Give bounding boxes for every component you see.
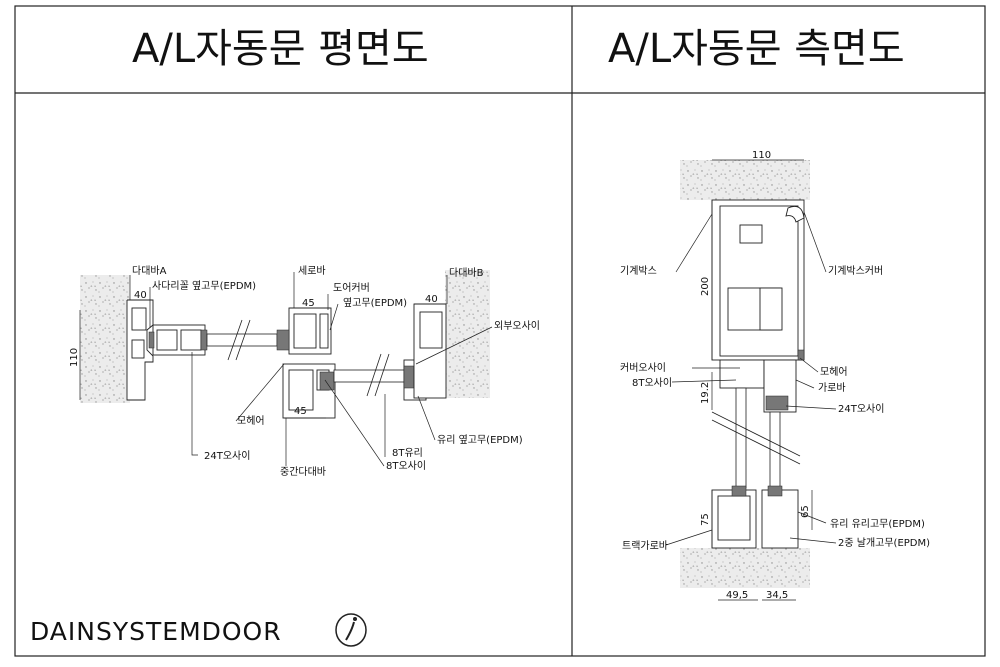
- glass-right: [333, 353, 407, 397]
- label-shim-8t-side: 8T오사이: [632, 377, 672, 389]
- side-title: A/L자동문 측면도: [608, 26, 905, 72]
- sheet-frame: [14, 5, 986, 657]
- ceiling-slab: [680, 160, 810, 200]
- plan-labels: 다대바A 사다리꼴 옆고무(EPDM) 세로바 도어커버 옆고무(EPDM) 다…: [129, 265, 540, 478]
- label-shim-24t: 24T오사이: [204, 450, 250, 462]
- dim-110-side: 110: [752, 150, 771, 161]
- dim-45b: 45: [294, 406, 307, 417]
- right-wall: [445, 270, 490, 398]
- label-double-wing-gasket: 2중 날개고무(EPDM): [838, 537, 930, 549]
- glass-left: [206, 319, 278, 361]
- dim-19-2: 19.2: [700, 382, 711, 404]
- dim-200: 200: [700, 277, 711, 296]
- plan-title: A/L자동문 평면도: [132, 26, 429, 72]
- label-side-gasket: 옆고무(EPDM): [343, 297, 407, 309]
- middle-dadaebar-profile: [282, 363, 336, 419]
- dim-75: 75: [700, 513, 711, 526]
- label-cover-shim: 커버오사이: [620, 362, 666, 374]
- brand-logo-text: DAINSYSTEMDOOR: [30, 617, 282, 646]
- label-mohair-side: 모헤어: [820, 366, 848, 378]
- label-dadaebar-b: 다대바B: [449, 267, 484, 279]
- dim-65: 65: [800, 505, 811, 518]
- label-serobar: 세로바: [298, 265, 326, 277]
- dim-110-plan: 110: [69, 348, 80, 367]
- sash-left: [148, 324, 208, 356]
- dim-34-5: 34,5: [766, 590, 788, 601]
- label-track-garobar: 트랙가로바: [622, 540, 668, 552]
- label-mohair: 모헤어: [237, 415, 265, 427]
- dim-40a: 40: [134, 290, 147, 301]
- plan-view: 40 45 40 45 110 다대바A 사다리꼴 옆고무(EPDM) 세로바 …: [69, 265, 540, 478]
- dim-45a: 45: [302, 298, 315, 309]
- track-rail: [711, 485, 799, 549]
- floor-slab: [680, 548, 810, 588]
- side-dimensions: 110 200 19.2 75 65 49,5 34,5: [700, 150, 813, 601]
- label-shim-8t-plan: 8T오사이: [386, 460, 426, 472]
- dim-49-5: 49,5: [726, 590, 748, 601]
- label-glass-side-gasket: 유리 옆고무(EPDM): [437, 434, 523, 446]
- label-dadaebar-a: 다대바A: [132, 265, 167, 277]
- right-end-profile: [403, 303, 447, 401]
- label-door-cover: 도어커버: [333, 282, 370, 294]
- label-glass-gasket: 유리 유리고무(EPDM): [830, 518, 925, 530]
- label-glass-8t: 8T유리: [392, 447, 423, 459]
- label-shim-24t-side: 24T오사이: [838, 403, 884, 415]
- label-garobar: 가로바: [818, 382, 846, 394]
- side-labels: 기계박스 기계박스커버 커버오사이 8T오사이 모헤어 가로바 24T오사이 유…: [620, 211, 930, 552]
- dim-40b: 40: [425, 294, 438, 305]
- serobar-profile: [276, 307, 332, 355]
- brand-logo-icon: [335, 613, 367, 647]
- plan-dimensions: 40 45 40 45 110: [69, 290, 446, 419]
- top-rail: [719, 359, 797, 413]
- machine-box: [711, 199, 805, 361]
- label-ladder-gasket: 사다리꼴 옆고무(EPDM): [152, 280, 256, 292]
- label-middle-dadaebar: 중간다대바: [280, 466, 326, 478]
- label-outer-shim: 외부오사이: [494, 320, 540, 332]
- dadaebar-a-profile: [126, 299, 154, 401]
- label-machine-box-cover: 기계박스커버: [828, 265, 883, 277]
- side-view: 110 200 19.2 75 65 49,5 34,5 기계박스 기계박스커버…: [620, 150, 930, 601]
- left-wall: [80, 275, 130, 403]
- label-machine-box: 기계박스: [620, 265, 657, 277]
